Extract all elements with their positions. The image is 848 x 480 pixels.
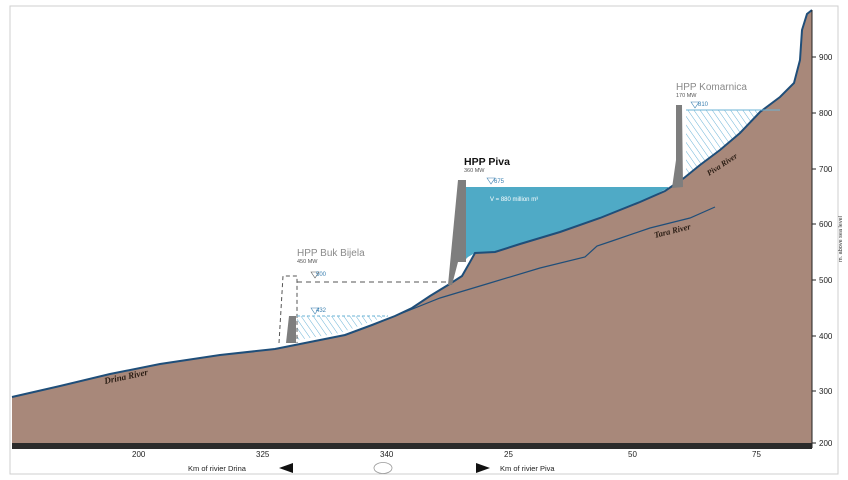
x-tick-label: 75 [752,450,761,459]
reservoir-volume-label: V = 880 million m³ [490,197,538,203]
y-axis-ticks [812,56,816,444]
level-label-432: 432 [316,308,327,314]
level-label-500: 500 [316,272,327,278]
legend-drina-label: Km of rivier Drina [188,464,247,473]
plant-capacity-buk-bijela: 450 MW [297,259,318,265]
y-tick-label: 900 [819,53,833,62]
dam-buk-bijela [286,316,296,343]
legend-piva-label: Km of rivier Piva [500,464,555,473]
x-axis-bar [12,443,812,449]
x-tick-label: 200 [132,450,146,459]
level-marker [690,101,700,109]
level-marker [310,271,320,279]
x-tick-label: 25 [504,450,513,459]
piva-reservoir [465,187,668,260]
level-label-675: 675 [494,179,505,185]
level-marker [310,307,320,315]
terrain-profile [12,10,812,448]
plant-name-komarnica: HPP Komarnica [676,82,747,93]
y-tick-label: 300 [819,387,833,396]
buk-bijela-raised-dam-outline [278,275,298,344]
x-tick-label: 325 [256,450,270,459]
level-label-810: 810 [698,102,709,108]
y-tick-label: 700 [819,165,833,174]
y-axis-label: m. above sea level [838,216,844,262]
buk-bijela-reservoir-hatch [297,316,388,340]
y-tick-label: 500 [819,276,833,285]
arrow-left-icon [279,463,293,473]
plant-capacity-komarnica: 170 MW [676,93,697,99]
y-tick-label: 200 [819,439,833,448]
diagram-border [9,5,839,475]
y-tick-label: 800 [819,109,833,118]
plant-capacity-piva: 360 MW [464,168,485,174]
dam-piva [448,180,466,285]
x-tick-label: 50 [628,450,637,459]
circle-icon [373,462,393,474]
river-line-tara [394,206,716,317]
dam-komarnica [672,105,683,188]
arrow-right-icon [476,463,490,473]
river-line-drina-piva [11,9,813,398]
plant-name-buk-bijela: HPP Buk Bijela [297,248,365,259]
level-marker [486,177,496,185]
y-tick-label: 600 [819,220,833,229]
plant-name-piva: HPP Piva [464,156,510,168]
y-tick-label: 400 [819,332,833,341]
x-tick-label: 340 [380,450,394,459]
